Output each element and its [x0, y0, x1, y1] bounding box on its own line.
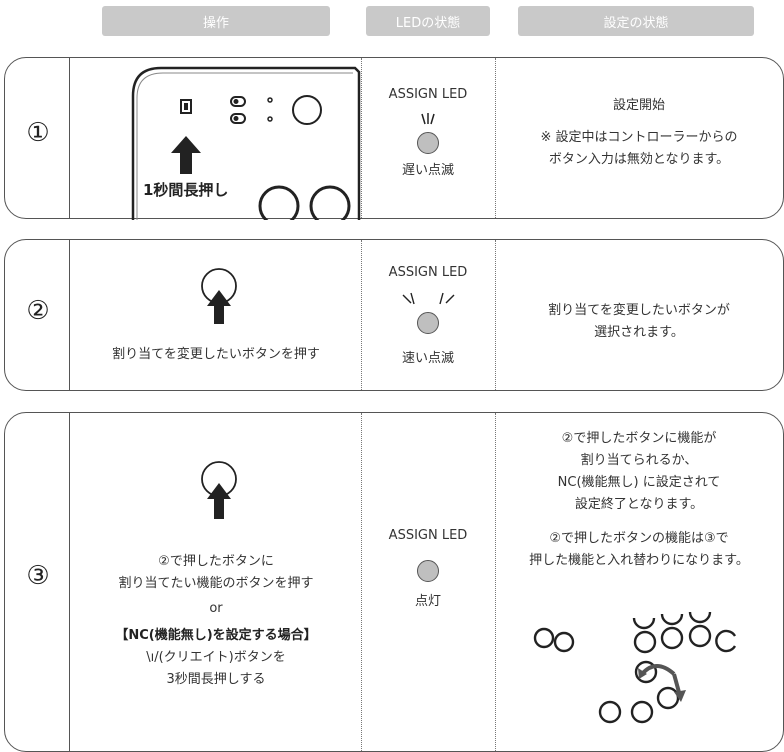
controller-illustration: [131, 66, 361, 220]
press-button-icon-2: [201, 461, 237, 519]
step-1-card: ① 1秒間長押し ASSIGN LED 遅い点滅 設定開始 ※ 設定中はコントロ…: [4, 57, 784, 220]
step-1-led-state: 遅い点滅: [401, 163, 454, 178]
step-3-setting-line-2: 割り当てられるか、: [580, 453, 698, 468]
step-2-setting-line-2: 選択されます。: [594, 325, 684, 340]
step-3-setting-line-6: 押した機能と入れ替わりになります。: [529, 553, 749, 568]
step-3-setting-line-3: NC(機能無し) に設定されて: [557, 475, 721, 490]
button-swap-illustration: [533, 611, 737, 724]
step-1-setting-line-2: ※ 設定中はコントローラーからの: [540, 130, 738, 145]
step-3-led-title: ASSIGN LED: [388, 528, 468, 543]
step-3-led-state: 点灯: [414, 594, 441, 609]
step-2-led-state: 速い点滅: [401, 351, 454, 366]
step-2-operation-text: 割り当てを変更したいボタンを押す: [112, 347, 320, 362]
header-setting-state: 設定の状態: [518, 6, 754, 36]
step-3-setting-line-1: ②で押したボタンに機能が: [561, 431, 717, 446]
step-3-operation-line-1: ②で押したボタンに: [158, 554, 274, 569]
header-led-state: LEDの状態: [366, 6, 490, 36]
press-button-icon: [201, 268, 237, 324]
step-1-operation-text: 1秒間長押し: [143, 181, 229, 199]
step-2-card: ② 割り当てを変更したいボタンを押す ASSIGN LED 速い点滅 割り当てを…: [4, 239, 784, 391]
assign-button-icon: [180, 99, 192, 114]
led-blink-slow-icon: [421, 113, 435, 125]
step-3-operation-line-2: 割り当てたい機能のボタンを押す: [118, 576, 314, 591]
step-1-led-indicator: [417, 132, 439, 154]
step-3-card: ③ ②で押したボタンに 割り当てたい機能のボタンを押す or 【NC(機能無し)…: [4, 412, 784, 752]
step-2-led-indicator: [417, 312, 439, 334]
header-operation: 操作: [102, 6, 330, 36]
step-1-led-title: ASSIGN LED: [388, 87, 468, 102]
step-3-number: ③: [26, 561, 50, 591]
step-3-setting-line-4: 設定終了となります。: [574, 497, 704, 512]
step-2-led-title: ASSIGN LED: [388, 265, 468, 280]
step-1-number: ①: [26, 118, 50, 148]
step-2-number: ②: [26, 296, 50, 326]
step-3-operation-line-5: \ı/(クリエイト)ボタンを: [146, 650, 286, 665]
step-3-operation-line-6: 3秒間長押しする: [166, 672, 266, 687]
step-1-setting-line-3: ボタン入力は無効となります。: [548, 152, 730, 167]
step-3-led-indicator: [417, 560, 439, 582]
step-2-setting-line-1: 割り当てを変更したいボタンが: [548, 303, 730, 318]
step-3-setting-line-5: ②で押したボタンの機能は③で: [549, 531, 729, 546]
step-1-setting-line-1: 設定開始: [612, 98, 665, 113]
step-3-operation-or: or: [209, 601, 223, 616]
step-3-operation-nc-heading: 【NC(機能無し)を設定する場合】: [115, 628, 317, 643]
led-blink-fast-icon: [402, 292, 455, 305]
